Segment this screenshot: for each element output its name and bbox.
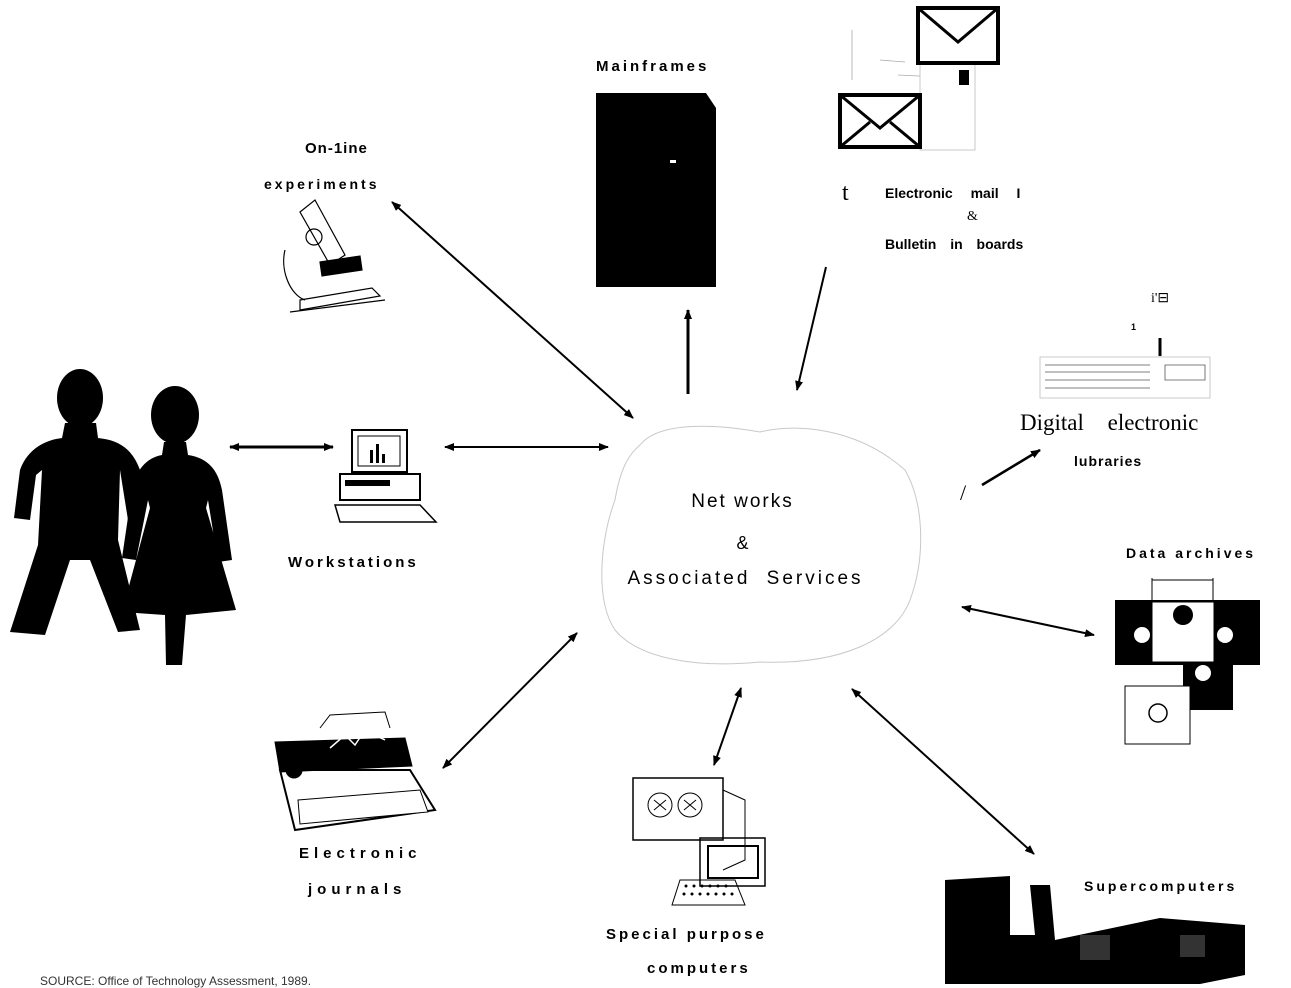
center-line2: & xyxy=(736,533,749,553)
library-fragment-mark: i'⊟ xyxy=(1151,291,1170,306)
plotter-icon xyxy=(274,711,437,832)
floppy-disks-icon xyxy=(1115,578,1260,745)
center-line1: Net works xyxy=(691,491,794,512)
online-label-line1: On-1ine xyxy=(305,140,368,157)
email-label-amp: & xyxy=(967,209,978,224)
data-archives-label: Data archives xyxy=(1126,545,1257,561)
workstations-label: Workstations xyxy=(288,554,419,571)
special-computer-icon xyxy=(632,777,766,906)
workstation-icon xyxy=(333,429,438,523)
mainframes-label: Mainframes xyxy=(596,58,710,75)
arrow-network-library xyxy=(981,448,1041,487)
special-label-line1: Special purpose xyxy=(606,926,767,943)
library-terminal-icon xyxy=(1039,338,1211,399)
library-one-mark: 1 xyxy=(1131,322,1137,332)
library-label-line2: lubraries xyxy=(1074,453,1143,469)
journals-label-line1: Electronic xyxy=(299,845,422,862)
arrow-special-network xyxy=(713,687,742,766)
arrow-journals-network xyxy=(442,632,578,769)
envelope-icon xyxy=(838,6,1000,151)
online-label-line2: experiments xyxy=(264,176,380,192)
email-label-line1: Electronic mail I xyxy=(885,185,1021,201)
supercomputer-icon xyxy=(945,876,1245,984)
library-label-line1: Digital electronic xyxy=(1020,410,1199,435)
stray-slash-mark: / xyxy=(960,480,967,505)
email-t-mark: t xyxy=(842,180,849,206)
special-label-line2: computers xyxy=(647,960,751,977)
arrow-email-network xyxy=(795,266,827,391)
email-label-line2: Bulletin in boards xyxy=(885,236,1024,252)
arrow-online-network xyxy=(391,201,634,419)
supercomputers-label: Supercomputers xyxy=(1084,878,1238,894)
center-line3: Associated Services xyxy=(627,568,864,589)
microscope-icon xyxy=(283,199,386,313)
network-cloud xyxy=(601,425,922,665)
journals-label-line2: journals xyxy=(308,881,407,898)
source-note: SOURCE: Office of Technology Assessment,… xyxy=(40,974,312,988)
arrow-network-supercomputers xyxy=(851,688,1035,855)
mainframe-icon xyxy=(596,93,716,287)
arrow-network-archives xyxy=(961,604,1095,638)
people-icon xyxy=(10,369,236,665)
